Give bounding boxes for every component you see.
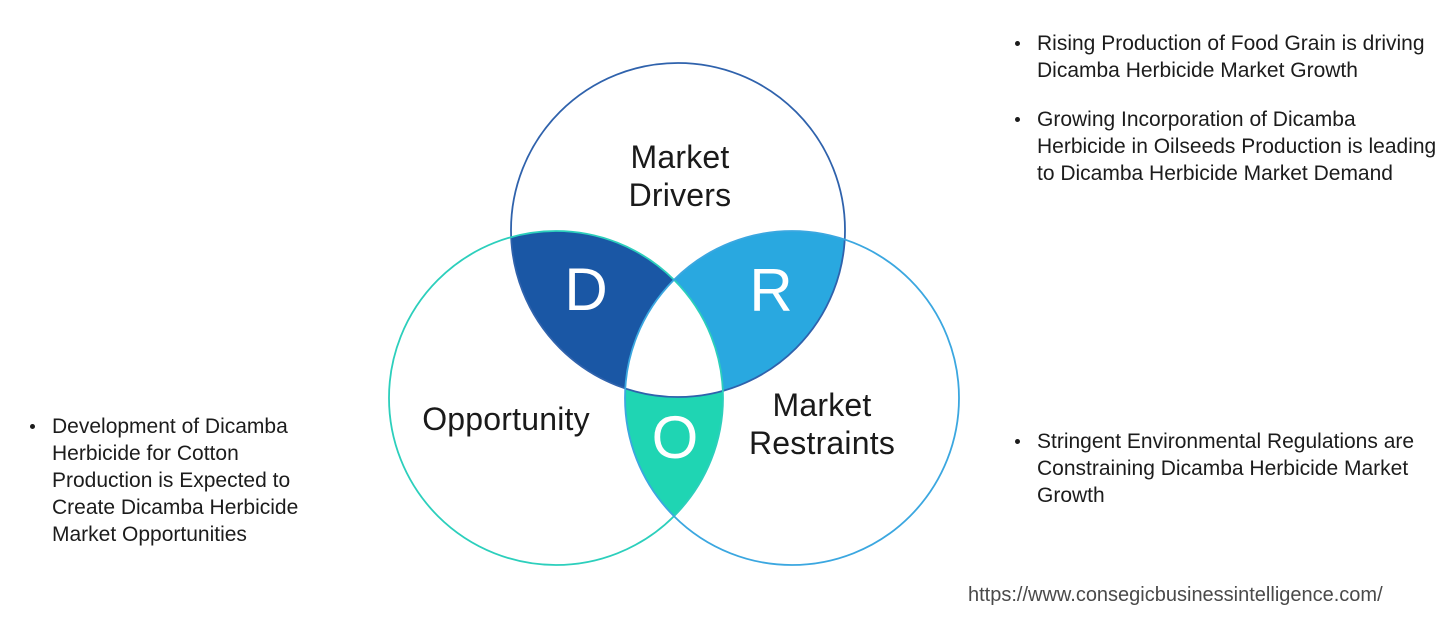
restraint-annotation-text-1: Stringent Environmental Regulations are …	[1037, 430, 1415, 507]
drivers-annotation-list: Rising Production of Food Grain is drivi…	[1005, 30, 1437, 187]
driver-annotation-text-1: Rising Production of Food Grain is drivi…	[1037, 32, 1425, 82]
opportunity-circle-label: Opportunity	[422, 401, 590, 437]
restraints-lens-letter: R	[749, 257, 793, 324]
restraints-circle-label: Market Restraints	[748, 387, 896, 461]
restraints-circle-outline	[624, 230, 960, 566]
opportunity-lens-letter: O	[651, 404, 699, 471]
driver-annotation-item-2: Growing Incorporation of Dicamba Herbici…	[1005, 106, 1437, 187]
drivers-lens-letter: D	[564, 256, 608, 323]
driver-annotation-item-1: Rising Production of Food Grain is drivi…	[1005, 30, 1437, 84]
bullet-dot	[1015, 439, 1020, 444]
driver-annotation-text-2: Growing Incorporation of Dicamba Herbici…	[1037, 108, 1437, 185]
drivers-opportunity-lens	[511, 231, 723, 397]
bullet-dot	[30, 424, 35, 429]
bullet-dot	[1015, 41, 1020, 46]
drivers-circle-outline	[510, 62, 846, 398]
opportunity-annotation-text-1: Development of Dicamba Herbicide for Cot…	[52, 415, 299, 546]
opportunity-annotation-list: Development of Dicamba Herbicide for Cot…	[20, 413, 342, 548]
opportunity-circle-outline	[388, 230, 724, 566]
bullet-dot	[1015, 117, 1020, 122]
opportunity-annotation-item-1: Development of Dicamba Herbicide for Cot…	[20, 413, 342, 548]
source-url: https://www.consegicbusinessintelligence…	[968, 584, 1383, 606]
restraints-annotation-list: Stringent Environmental Regulations are …	[1005, 428, 1437, 509]
drivers-restraints-lens	[625, 231, 845, 397]
drivers-circle-label: Market Drivers	[628, 139, 732, 213]
restraint-annotation-item-1: Stringent Environmental Regulations are …	[1005, 428, 1437, 509]
